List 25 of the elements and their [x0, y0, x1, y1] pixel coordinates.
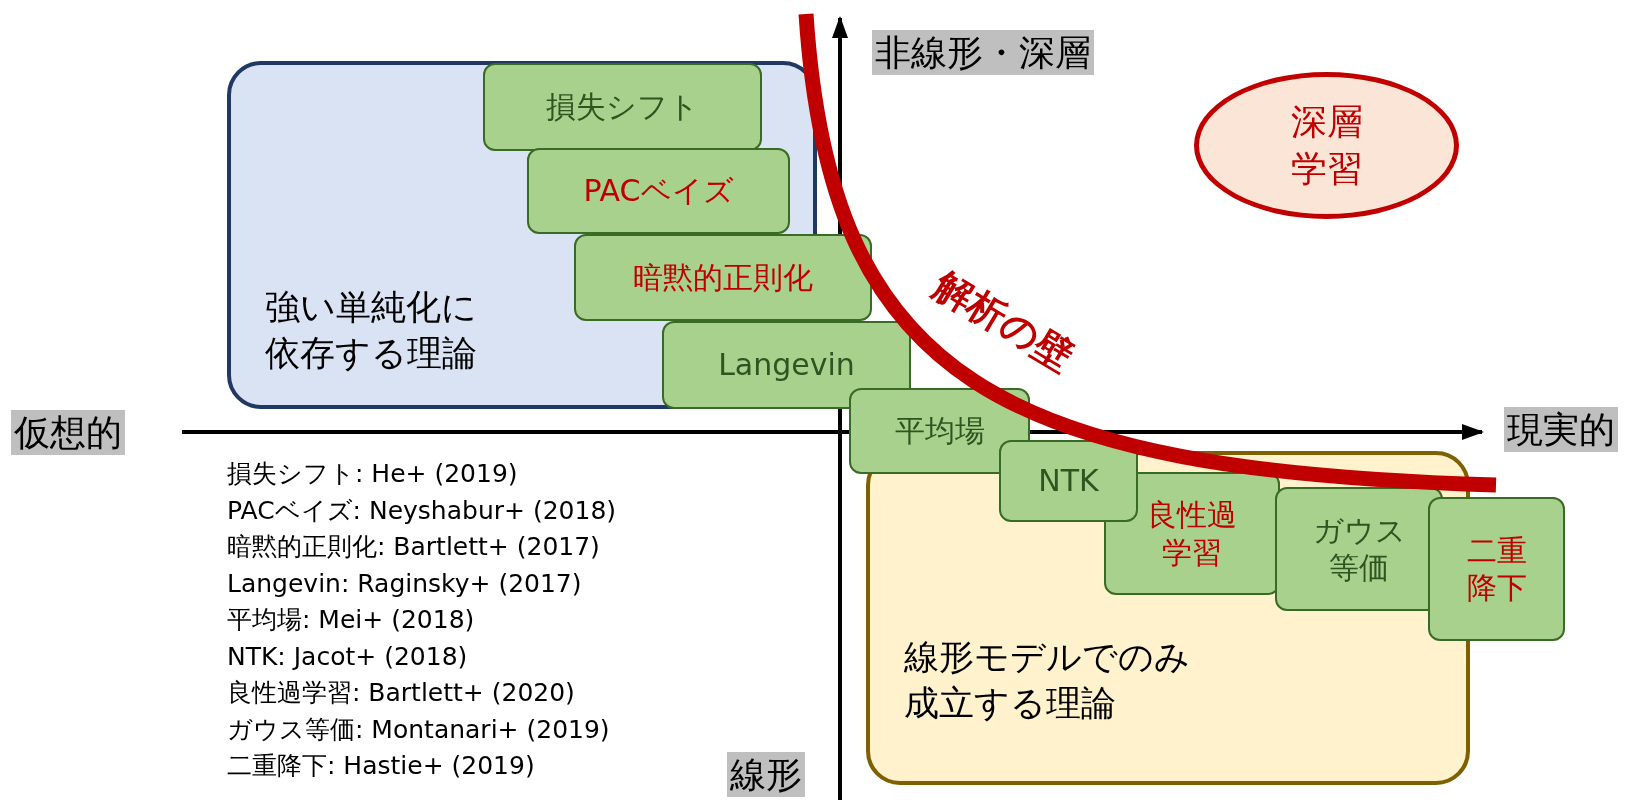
reference-text: 暗黙的正則化: Bartlett+ (2017)	[227, 531, 600, 563]
reference-text: 良性過学習: Bartlett+ (2020)	[227, 677, 575, 709]
reference-text: NTK: Jacot+ (2018)	[227, 640, 468, 672]
method-box: ガウス等価	[1275, 487, 1443, 611]
method-box: Langevin	[662, 321, 911, 409]
region-label: 強い単純化に依存する理論	[265, 286, 478, 375]
reference-text: Langevin: Raginsky+ (2017)	[227, 567, 582, 599]
method-box: 損失シフト	[483, 63, 762, 151]
reference-text: 損失シフト: He+ (2019)	[227, 458, 518, 490]
region-label: 線形モデルでのみ成立する理論	[904, 636, 1191, 725]
axis-label: 線形	[727, 752, 805, 797]
method-box: PACベイズ	[527, 148, 790, 234]
axis-label: 仮想的	[11, 410, 125, 455]
method-box: 暗黙的正則化	[574, 234, 872, 321]
method-box: 良性過学習	[1104, 472, 1280, 595]
reference-text: 平均場: Mei+ (2018)	[227, 604, 475, 636]
method-box: 二重降下	[1428, 497, 1565, 641]
ellipse-label: 深層学習	[1289, 99, 1364, 191]
method-box: NTK	[999, 440, 1138, 522]
reference-text: PACベイズ: Neyshabur+ (2018)	[227, 494, 617, 526]
wall-label: 解析の壁	[925, 262, 1082, 382]
reference-text: 二重降下: Hastie+ (2019)	[227, 750, 535, 782]
axis-label: 現実的	[1504, 407, 1618, 452]
axis-label: 非線形・深層	[872, 30, 1094, 75]
reference-text: ガウス等価: Montanari+ (2019)	[227, 713, 610, 745]
